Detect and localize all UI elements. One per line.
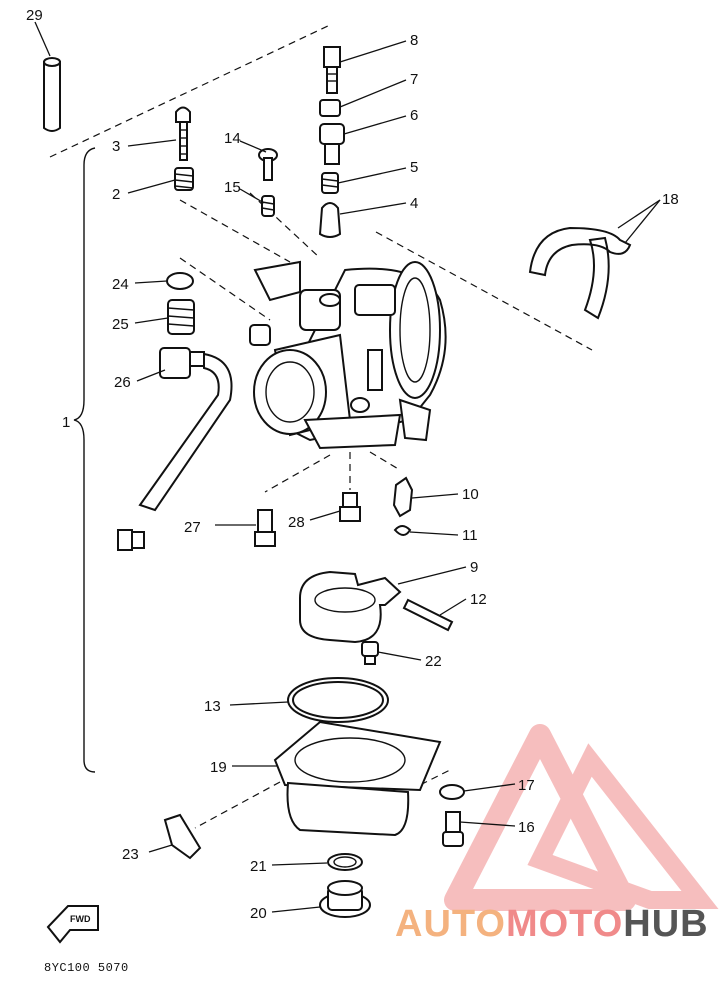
- callout-1: 1: [62, 414, 70, 431]
- callout-18: 18: [662, 191, 679, 208]
- assembly-bracket: [73, 147, 96, 773]
- leader-lines: [34, 21, 661, 913]
- watermark-part3: HUB: [623, 903, 709, 945]
- callout-27: 27: [184, 519, 201, 536]
- part-8-bolt: [323, 46, 341, 94]
- callout-10: 10: [462, 486, 479, 503]
- part-13-oring: [287, 677, 389, 723]
- callout-labels: 29 8 7 6 5 4 3 2 14 15 18 24 25 26 1 10 …: [26, 7, 679, 922]
- part-25-spring: [167, 299, 195, 335]
- callout-21: 21: [250, 858, 267, 875]
- part-7-nut: [319, 99, 341, 117]
- callout-8: 8: [410, 32, 418, 49]
- watermark-part2: MOTO: [505, 903, 624, 945]
- callout-17: 17: [518, 777, 535, 794]
- callout-11: 11: [462, 527, 478, 544]
- part-14-screw: [258, 148, 278, 181]
- part-18-hose: [528, 226, 632, 320]
- callout-15: 15: [224, 179, 241, 196]
- watermark-part1: AUTO: [395, 903, 506, 945]
- callout-25: 25: [112, 316, 129, 333]
- part-21-oring: [327, 853, 363, 871]
- part-28-jet: [339, 492, 361, 522]
- part-29-tube: [43, 57, 61, 132]
- part-19-float-bowl: [273, 720, 442, 837]
- callout-24: 24: [112, 276, 129, 293]
- part-22-screw: [361, 641, 379, 665]
- callout-23: 23: [122, 846, 139, 863]
- part-20-drain-plug: [319, 880, 371, 918]
- watermark-logo: [444, 724, 719, 911]
- callout-4: 4: [410, 195, 418, 212]
- callout-7: 7: [410, 71, 418, 88]
- part-15-spring: [261, 195, 275, 217]
- part-17-washer: [439, 784, 465, 800]
- footer-code: 8YC100 5070: [44, 961, 129, 975]
- part-27-jet: [254, 509, 276, 547]
- callout-14: 14: [224, 130, 241, 147]
- part-9-float: [299, 570, 402, 644]
- part-5-spring: [321, 172, 339, 194]
- forward-arrow-icon: FWD: [46, 905, 99, 944]
- callout-9: 9: [470, 559, 478, 576]
- callout-28: 28: [288, 514, 305, 531]
- part-10-needle-valve: [392, 476, 414, 518]
- watermark-text: AUTOMOTOHUB: [395, 903, 709, 946]
- part-2-spring: [174, 167, 194, 191]
- part-6-fitting: [319, 123, 345, 165]
- callout-3: 3: [112, 138, 120, 155]
- callout-20: 20: [250, 905, 267, 922]
- forward-arrow-label: FWD: [70, 914, 91, 924]
- part-24-washer: [166, 272, 194, 290]
- callout-26: 26: [114, 374, 131, 391]
- callout-29: 29: [26, 7, 43, 24]
- part-12-pin: [402, 598, 454, 632]
- callout-5: 5: [410, 159, 418, 176]
- part-11-clip: [393, 525, 412, 536]
- part-4-plunger: [318, 202, 342, 238]
- callout-16: 16: [518, 819, 535, 836]
- part-26-sensor-cable: [117, 347, 233, 551]
- callout-6: 6: [410, 107, 418, 124]
- carburetor-body: [249, 260, 447, 450]
- part-16-screw: [442, 811, 464, 847]
- callout-19: 19: [210, 759, 227, 776]
- callout-13: 13: [204, 698, 221, 715]
- callout-2-top: 2: [112, 186, 120, 203]
- callout-22: 22: [425, 653, 442, 670]
- part-3-screw: [175, 106, 191, 161]
- part-23-clamp: [163, 813, 202, 860]
- callout-12: 12: [470, 591, 487, 608]
